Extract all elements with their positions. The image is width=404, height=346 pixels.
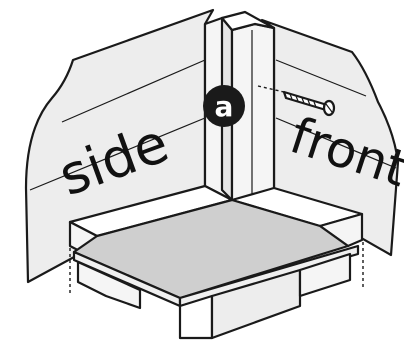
callout-label: a (215, 90, 234, 123)
